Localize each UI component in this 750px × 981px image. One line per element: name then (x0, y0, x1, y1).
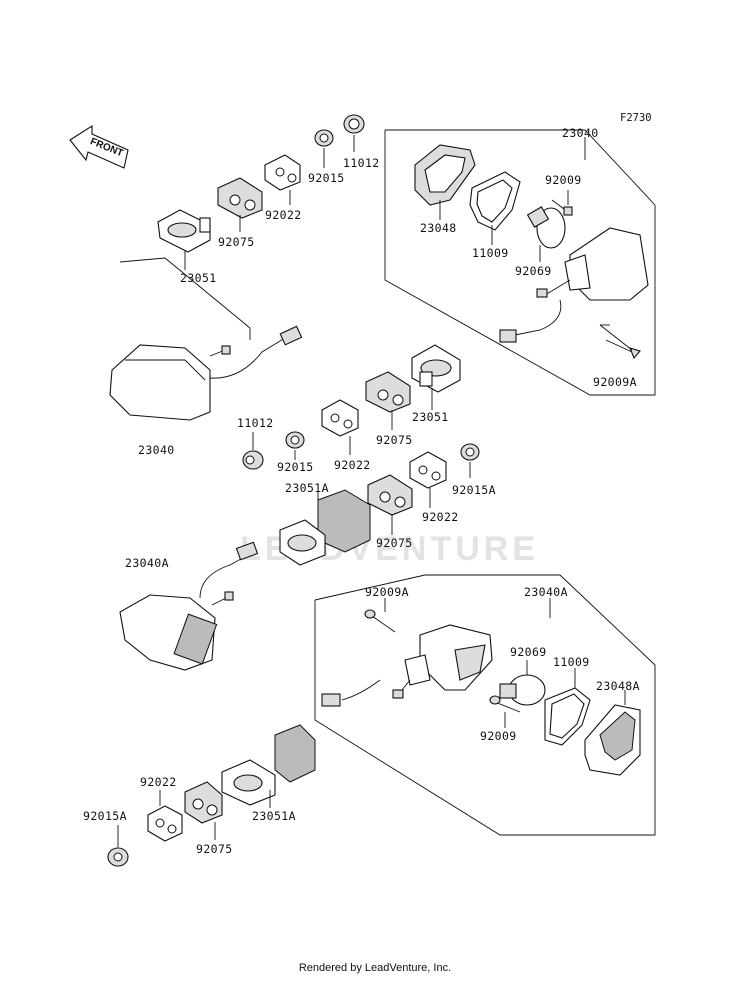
footer-credit: Rendered by LeadVenture, Inc. (298, 962, 452, 974)
label-23040A-left: 23040A (125, 556, 169, 570)
grommet-92075-mid2-icon (367, 474, 413, 516)
lens-23048-icon (414, 144, 476, 206)
part-labels: 23040 92009 23048 11009 92069 92009A 230… (83, 126, 640, 856)
label-92009-top: 92009 (545, 173, 582, 187)
front-arrow-icon: FRONT (69, 124, 129, 169)
plate-92022-top-icon (264, 154, 301, 191)
label-11012-top: 11012 (343, 156, 380, 170)
label-11009-lower: 11009 (553, 655, 590, 669)
label-23051A-mid: 23051A (285, 481, 329, 495)
nut-11012-top-icon (343, 114, 365, 134)
screw-92009-lower-icon (489, 695, 521, 713)
nut-11012-mid-icon (242, 450, 264, 470)
label-92015-mid: 92015 (277, 460, 314, 474)
nut-92015A-mid-icon (460, 443, 480, 461)
gasket-11009-icon (469, 171, 521, 231)
label-23048A: 23048A (596, 679, 640, 693)
label-23048: 23048 (420, 221, 457, 235)
assembly-bracket-left (119, 257, 251, 340)
label-11009-top: 11009 (472, 246, 509, 260)
signal-housing-right-icon (499, 227, 649, 343)
label-92075-mid: 92075 (376, 433, 413, 447)
label-92075-lower: 92075 (196, 842, 233, 856)
label-23040-top-right: 23040 (562, 126, 599, 140)
screw-92009A-right-icon (605, 339, 641, 360)
nut-92015-mid-icon (285, 431, 305, 449)
label-23051-right: 23051 (412, 410, 449, 424)
label-92009A-lower: 92009A (365, 585, 409, 599)
signal-housing-lower-right-icon (321, 624, 493, 707)
label-92009-lower: 92009 (480, 729, 517, 743)
assembly-box-lower-right (314, 574, 656, 836)
label-23051-top: 23051 (180, 271, 217, 285)
label-92015A-mid: 92015A (452, 483, 496, 497)
label-92022-top: 92022 (265, 208, 302, 222)
label-92069-top: 92069 (515, 264, 552, 278)
label-92015-top: 92015 (308, 171, 345, 185)
label-92022-mid: 92022 (334, 458, 371, 472)
bulb-92069-lower-icon (499, 674, 546, 706)
screw-92009-top-icon (551, 199, 573, 216)
spacer-23051A-mid-icon (279, 489, 371, 566)
bulb-92069-icon (526, 206, 566, 249)
nut-92015A-lower-icon (107, 847, 129, 867)
gasket-11009-lower-icon (544, 687, 591, 746)
screw-92009A-lower-icon (364, 609, 396, 633)
label-92009A-right: 92009A (593, 375, 637, 389)
nut-92015-top-icon (314, 129, 334, 147)
label-92075-top: 92075 (218, 235, 255, 249)
grommet-92075-mid-icon (365, 371, 411, 413)
spacer-23051-right-icon (411, 344, 461, 393)
label-23040-left: 23040 (138, 443, 175, 457)
plate-92022-mid2-icon (409, 451, 447, 489)
figure-code: F2730 (620, 112, 652, 124)
plate-92022-mid-icon (321, 399, 359, 437)
label-92015A-lower: 92015A (83, 809, 127, 823)
plate-92022-lower-icon (147, 805, 183, 842)
assembly-box-top-right (384, 129, 656, 396)
label-23040A-lower-right: 23040A (524, 585, 568, 599)
signal-housing-23040A-left-icon (119, 541, 259, 671)
label-92069-lower: 92069 (510, 645, 547, 659)
signal-housing-23040-left-icon (109, 325, 303, 421)
label-92075-mid2: 92075 (376, 536, 413, 550)
label-92022-mid2: 92022 (422, 510, 459, 524)
label-23051A-lower: 23051A (252, 809, 296, 823)
grommet-92075-lower-icon (184, 781, 223, 824)
grommet-92075-top-icon (217, 177, 263, 219)
lens-23048A-icon (584, 704, 641, 776)
spacer-23051-top-icon (157, 209, 211, 253)
label-92022-lower: 92022 (140, 775, 177, 789)
spacer-23051A-lower-icon (221, 724, 316, 806)
label-11012-mid: 11012 (237, 416, 274, 430)
